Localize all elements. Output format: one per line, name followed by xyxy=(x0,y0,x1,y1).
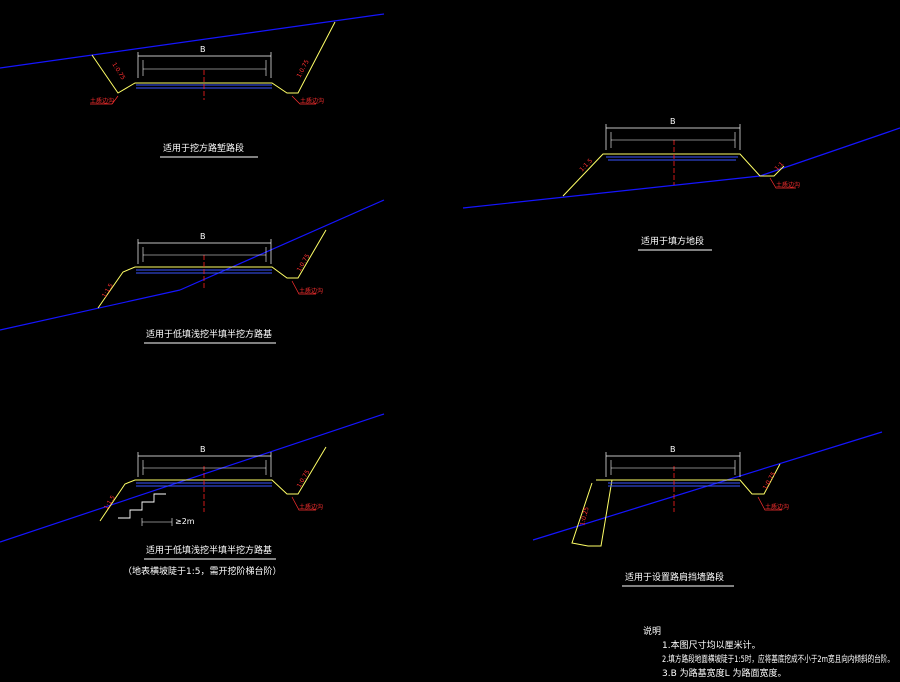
wall-slope-label: 1:0.25 xyxy=(579,506,590,526)
left-slope-label: 1:0.75 xyxy=(110,61,126,81)
section-half-cut: B 1:1.5 1:0.75 土质边沟 适用于低填浅挖半填半挖方路基 xyxy=(0,199,385,344)
leader-line xyxy=(291,280,316,295)
section-stepped: B ≥2m 1:1.5 1:0.75 土质边沟 适用于低填浅挖半填半挖方路基 （… xyxy=(0,413,385,577)
cut-slope-outline xyxy=(91,21,336,94)
right-slope-label: 1:0.75 xyxy=(762,471,778,491)
ground-line xyxy=(0,413,385,543)
right-note: 土质边沟 xyxy=(299,503,323,511)
section-caption: 适用于填方地段 xyxy=(641,235,704,247)
retaining-wall-outline xyxy=(571,479,613,547)
right-slope-label: 1:0.75 xyxy=(296,59,311,79)
ground-line xyxy=(0,289,181,331)
section-fill: B 1:1.5 1:1 土质边沟 适用于填方地段 xyxy=(462,117,900,251)
leader-line xyxy=(757,496,782,511)
step-width-label: ≥2m xyxy=(175,517,195,526)
left-note: 土质边沟 xyxy=(90,97,114,105)
leader-line xyxy=(769,177,796,189)
excavation-steps xyxy=(118,493,166,519)
width-label: B xyxy=(670,445,676,454)
right-note: 土质边沟 xyxy=(299,287,323,295)
width-label: B xyxy=(200,445,206,454)
slope-outline xyxy=(612,463,781,495)
leader-line xyxy=(291,496,316,511)
right-note: 土质边沟 xyxy=(765,503,789,511)
section-excavation: B 1:0.75 1:0.75 土质边沟 土质边沟 适用于挖方路堑路段 xyxy=(0,13,385,158)
section-caption: 适用于低填浅挖半填半挖方路基 xyxy=(146,544,272,556)
ground-line xyxy=(759,127,900,177)
width-label: B xyxy=(670,117,676,126)
note-item: 1.本图尺寸均以厘米计。 xyxy=(662,639,761,651)
right-slope-label: 1:0.75 xyxy=(296,253,312,273)
left-slope-label: 1:1.5 xyxy=(101,282,115,299)
right-note: 土质边沟 xyxy=(300,97,324,105)
section-caption: 适用于挖方路堑路段 xyxy=(163,142,244,154)
notes-title: 说明 xyxy=(643,625,661,637)
ground-line xyxy=(0,13,385,69)
note-item: 2.填方路段地面横坡陡于1:5时，应将基底挖成不小于2m宽且向内倾斜的台阶。 xyxy=(662,653,894,665)
ground-line xyxy=(462,175,761,209)
left-slope-label: 1:1.5 xyxy=(103,494,117,511)
width-label: B xyxy=(200,232,206,241)
width-label: B xyxy=(200,45,206,54)
slope-outline xyxy=(99,446,327,522)
leader-line xyxy=(291,95,316,105)
slope-outline xyxy=(97,229,327,309)
right-slope-label: 1:0.75 xyxy=(296,469,312,489)
right-slope-label: 1:1 xyxy=(773,161,785,173)
section-caption: 适用于低填浅挖半填半挖方路基 xyxy=(146,328,272,340)
section-sub-caption: （地表横坡陡于1:5，需开挖阶梯台阶） xyxy=(123,565,282,577)
notes-block: 说明 1.本图尺寸均以厘米计。 2.填方路段地面横坡陡于1:5时，应将基底挖成不… xyxy=(643,625,894,679)
section-retaining-wall: B 1:0.25 1:0.75 土质边沟 适用于设置路肩挡墙路段 xyxy=(532,431,883,587)
fill-slope-outline xyxy=(562,153,785,197)
note-item: 3.B 为路基宽度L 为路面宽度。 xyxy=(662,667,787,679)
right-note: 土质边沟 xyxy=(776,181,800,189)
ground-line xyxy=(179,199,385,291)
section-caption: 适用于设置路肩挡墙路段 xyxy=(625,571,724,583)
leader-line xyxy=(90,95,119,105)
